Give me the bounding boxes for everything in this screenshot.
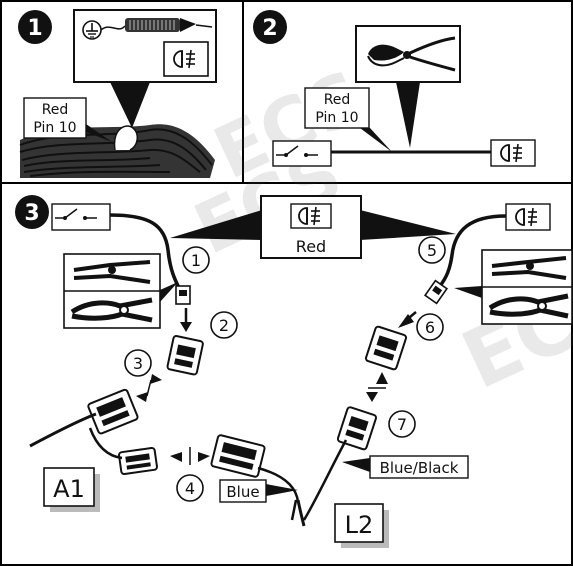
pin-label-1: Pin 10 [33, 120, 76, 136]
step-badge-3-number: 3 [24, 201, 39, 226]
wire-label-box-2 [304, 87, 370, 129]
step-number-5: 5 [427, 241, 437, 260]
arrow-step-3-right [150, 374, 162, 384]
wire-stripper-icon [73, 260, 151, 284]
connector-housing-step6 [365, 325, 407, 371]
arrow-step-4-right [198, 452, 210, 462]
step-circle-6 [416, 313, 444, 341]
wire-switch-side [109, 213, 182, 291]
loom-wires [29, 412, 348, 527]
connector-l2-housing [336, 406, 377, 451]
blue-wire-label: Blue [226, 483, 259, 501]
step-circle-5 [418, 236, 446, 264]
callout-pointer-2 [396, 82, 420, 148]
step-number-4: 4 [185, 479, 195, 498]
switch-icon-box-3 [51, 203, 111, 231]
crimp-terminal-right [423, 279, 449, 305]
wire-label-box-1 [23, 97, 87, 139]
step-badge-2 [253, 10, 287, 44]
insert-arrows [136, 308, 417, 465]
arrow-step-3-left [136, 392, 148, 402]
step-number-3: 3 [133, 354, 143, 373]
tool-pointer-right [454, 286, 482, 298]
blue-label-pointer [266, 484, 298, 496]
connector-a1-housing [87, 388, 139, 435]
blue-black-wire-label: Blue/Black [380, 459, 459, 477]
callout-wedge-left [170, 210, 262, 240]
wire-color-label-1: Red [42, 102, 69, 118]
step-circle-2 [210, 311, 238, 339]
arrow-step-2-head [180, 322, 192, 332]
wire-color-label-2: Red [324, 92, 351, 108]
panel-3: 3 Red [15, 195, 573, 548]
a1-label-box [43, 467, 95, 507]
wire-lamp-side [438, 214, 507, 288]
panel-2: 2 Red Pin 10 [253, 10, 536, 167]
l2-label-box [334, 503, 384, 543]
step-circle-4 [176, 474, 204, 502]
crimper-icon-2 [488, 293, 569, 319]
arrow-step-7-down [366, 392, 378, 402]
wire-stripper-icon-2 [491, 256, 567, 280]
label-pointer-2 [360, 128, 392, 152]
circuit-tester-icon [100, 18, 213, 32]
a1-connector-label: A1 [53, 475, 85, 503]
wire-cutter-icon [367, 36, 456, 72]
pin-label-2: Pin 10 [315, 110, 358, 126]
blue-black-label-pointer [342, 458, 370, 472]
arrow-step-4-left [170, 452, 182, 462]
step-circle-1 [182, 246, 210, 274]
step-number-6: 6 [425, 318, 435, 337]
step-badge-1-number: 1 [27, 16, 42, 41]
connector-blue-housing [210, 434, 266, 478]
label-pointer-1 [86, 124, 112, 142]
connector-housing-step2 [166, 335, 204, 376]
callout-pointer [110, 82, 150, 128]
l2-connector-label: L2 [345, 511, 374, 539]
step-number-7: 7 [397, 415, 407, 434]
crimp-tool-box-right [481, 249, 573, 325]
step-circles [124, 236, 446, 502]
step-numbers: 1 2 3 4 5 6 7 [133, 241, 437, 498]
arrow-step-7-up [376, 372, 388, 384]
crimp-tool-box-left [63, 253, 161, 329]
crimper-icon [70, 297, 153, 323]
step-badge-3 [15, 195, 49, 229]
red-wire-loop [113, 125, 138, 151]
step-circle-3 [124, 349, 152, 377]
step-circle-7 [388, 410, 416, 438]
step-number-2: 2 [219, 316, 229, 335]
callout-wedge-right [360, 210, 456, 240]
tool-pointer-left [160, 282, 178, 302]
crimp-terminal-left [175, 285, 191, 305]
connector-a1-small-housing [118, 446, 158, 476]
step-badge-2-number: 2 [262, 16, 277, 41]
switch-icon-box-2 [272, 140, 332, 167]
panel-1: 1 [18, 9, 217, 178]
arrow-step-6-head [398, 314, 414, 328]
step-number-1: 1 [191, 251, 201, 270]
arrow-step-3-divider [146, 379, 152, 397]
red-wire-label: Red [296, 237, 326, 256]
step-badge-1 [18, 10, 52, 44]
